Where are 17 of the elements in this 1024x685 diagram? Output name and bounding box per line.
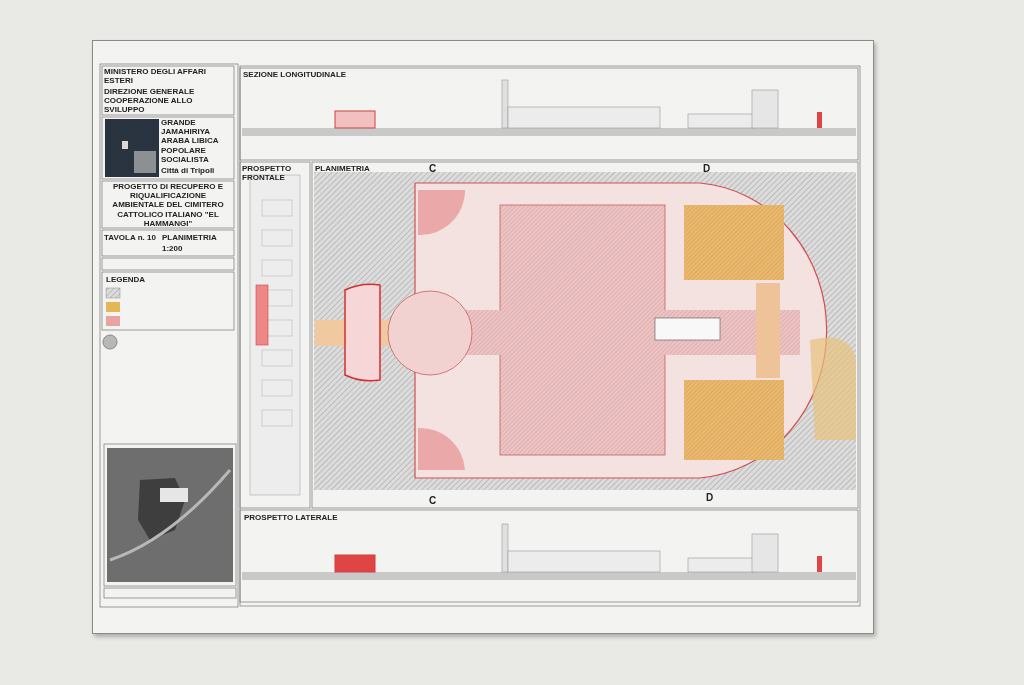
section-marker: D <box>703 163 711 175</box>
sheet-number: TAVOLA n. 10 <box>104 233 156 243</box>
section-title: PROSPETTO FRONTALE <box>242 164 293 183</box>
ministry-heading: MINISTERO DEGLI AFFARI ESTERI <box>104 67 207 86</box>
section-marker: C <box>429 163 437 175</box>
section-marker: C <box>429 495 437 507</box>
city-name: Città di Tripoli <box>161 166 215 176</box>
section-title: PLANIMETRIA <box>315 164 370 174</box>
section-title: PROSPETTO LATERALE <box>244 513 338 523</box>
legend-heading: LEGENDA <box>106 275 146 285</box>
section-marker: D <box>706 492 714 504</box>
department-heading: DIREZIONE GENERALE COOPERAZIONE ALLO SVILUPPO <box>104 87 196 115</box>
project-title: PROGETTO DI RECUPERO E RIQUALIFICAZIONE AMBIENTALE DEL CIMITERO CATTOLICO ITALIANO "EL HAMMANGI" <box>111 182 225 228</box>
section-title: SEZIONE LONGITUDINALE <box>243 70 347 80</box>
sheet-title: PLANIMETRIA <box>162 233 217 243</box>
country-name: GRANDE JAMAHIRIYA ARABA LIBICA POPOLARE SOCIALISTA <box>161 118 220 164</box>
scale-text: 1:200 <box>162 244 183 254</box>
